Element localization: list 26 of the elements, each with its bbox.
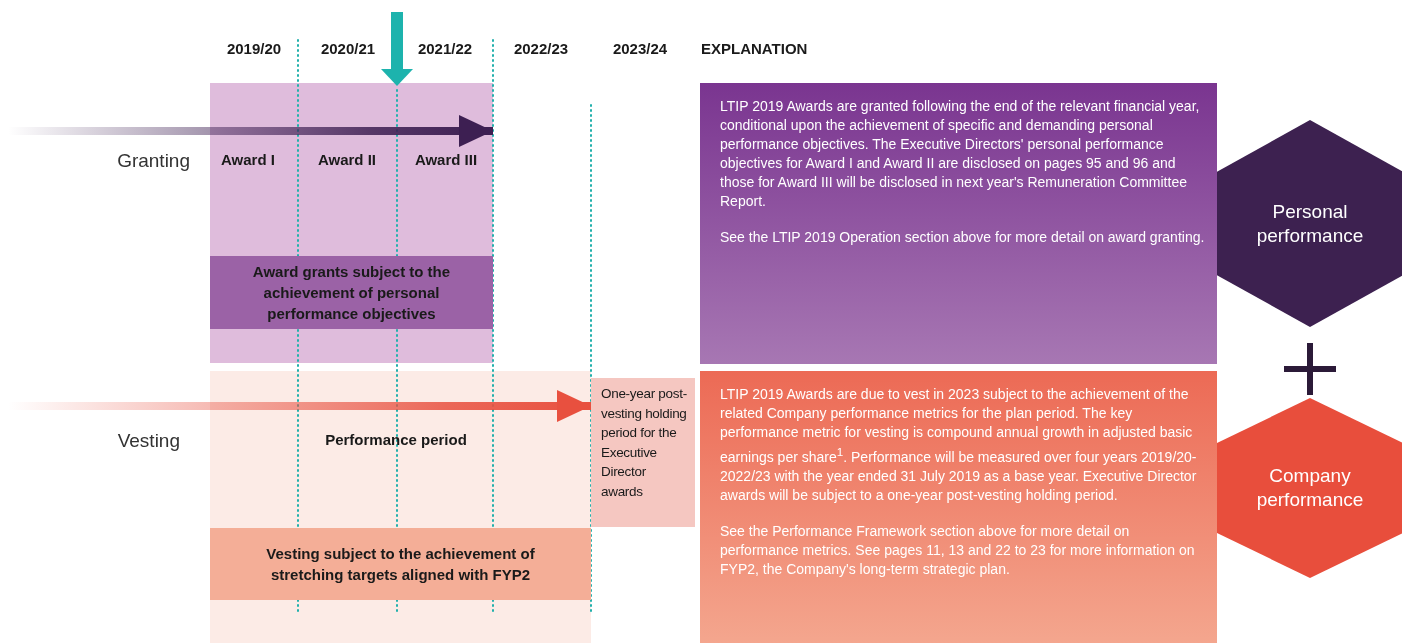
year-heading: 2020/21: [320, 39, 376, 57]
explanation-paragraph: LTIP 2019 Awards are granted following the end of the relevant financial year, conditional upon the achievement of specific and demanding personal performance objectives. The Executive Directors' personal performance objectives for Award I and Award II are disclosed on pages 95 and 96 and those for Award III will be disclosed in next year's Remuneration Committee Report.: [720, 97, 1201, 211]
explanation-paragraph: See the Performance Framework section above for more detail on performance metrics. See pages 11, 13 and 22 to 23 for more information on FYP2, the Company's long-term strategic plan.: [720, 521, 1196, 579]
period-label: Award II: [317, 150, 377, 168]
explanation-panel: [700, 371, 1217, 643]
explanation-panel: [700, 83, 1217, 364]
condition-box: Award grants subject to the achievement of personal performance objectives: [210, 256, 493, 329]
hexagon-label: Company performance: [1255, 464, 1365, 512]
hexagon-shape: [1217, 398, 1402, 578]
condition-box: Vesting subject to the achievement of stretching targets aligned with FYP2: [210, 528, 591, 600]
row-label: Vesting: [117, 430, 180, 452]
column-heading: EXPLANATION: [701, 39, 808, 57]
granting-band: [210, 83, 493, 363]
hexagon-label: Personal performance: [1255, 199, 1365, 248]
explanation-paragraph: LTIP 2019 Awards are due to vest in 2023 subject to the achievement of the related Company performance metrics for the plan period. The key performance metric for vesting is compound annual growth in adjusted basic earnings per share$^{1}$. Performance will be measured over four years 2019/20-2022/23 with the year ended 31 July 2019 as a base year. Executive Director awards will be subject to a one-year post-vesting holding period.: [720, 385, 1198, 505]
year-heading: 2021/22: [417, 39, 473, 57]
row-label: Granting: [117, 150, 190, 172]
period-label: Award III: [414, 150, 478, 168]
year-heading: 2022/23: [513, 39, 569, 57]
vesting-band: [210, 371, 591, 643]
year-heading: 2019/20: [226, 39, 282, 57]
year-heading: 2023/24: [612, 39, 668, 57]
holding-period-box: One-year post-vesting holding period for the Executive Director awards: [591, 378, 695, 527]
period-label: Performance period: [325, 430, 467, 448]
period-label: Award I: [221, 150, 275, 168]
explanation-paragraph: See the LTIP 2019 Operation section above for more detail on award granting.: [720, 228, 1206, 247]
